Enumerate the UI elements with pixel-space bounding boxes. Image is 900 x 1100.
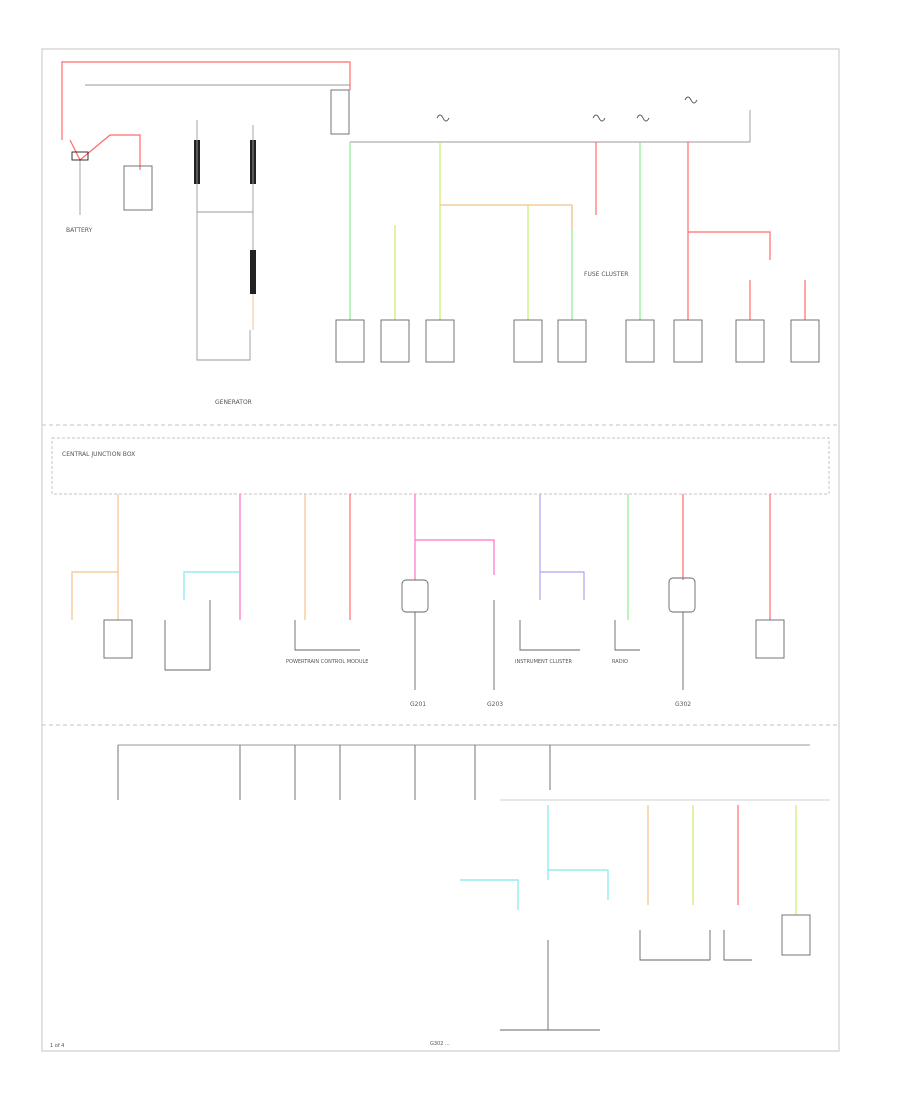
bottom-component-boxes — [639, 914, 811, 961]
bottom-box-1 — [781, 914, 811, 956]
junction-box-region — [51, 437, 830, 495]
component-box-6 — [625, 319, 655, 363]
top-fuse-symbols — [436, 96, 698, 122]
starter-relay — [123, 165, 153, 211]
radio-bracket — [614, 620, 640, 651]
component-box-3 — [425, 319, 455, 363]
drop-8-branch — [688, 231, 771, 260]
diagram-border — [41, 48, 840, 1052]
bottom-bracket-1 — [639, 930, 711, 961]
radio-label: RADIO — [612, 659, 628, 665]
battery-label: BATTERY — [66, 227, 93, 234]
component-box-7 — [673, 319, 703, 363]
bottom-outputs — [117, 745, 551, 800]
ground-stacks — [414, 600, 684, 690]
mid-wire-2-branch — [183, 571, 240, 600]
mid-box-3 — [668, 577, 696, 613]
component-box-5 — [557, 319, 587, 363]
fusible-link-bus — [196, 120, 251, 361]
page-id: 1 of 4 — [50, 1043, 64, 1049]
text-labels: BATTERY GENERATOR CENTRAL JUNCTION BOX F… — [50, 227, 691, 1049]
g201-label: G201 — [410, 701, 426, 708]
frame — [41, 48, 840, 1052]
bottom-section — [117, 744, 830, 1031]
top-bus-bar — [350, 110, 751, 143]
mid-wire-6-branch — [540, 571, 585, 600]
sensor-bracket — [164, 600, 211, 671]
pcm-label: POWERTRAIN CONTROL MODULE — [286, 659, 368, 665]
fuse-cluster-feed — [440, 204, 573, 230]
middle-component-boxes — [103, 577, 785, 671]
middle-section — [71, 494, 785, 690]
bottom-bracket-2 — [723, 930, 752, 961]
mid-box-1 — [103, 619, 133, 659]
top-component-boxes — [335, 319, 820, 363]
g302-label: G302 — [675, 701, 691, 708]
top-section — [61, 61, 820, 363]
mid-wire-5-branch — [415, 539, 495, 575]
fuse-symbol-2 — [592, 114, 606, 122]
battery-feed-wire — [61, 61, 351, 140]
component-box-2 — [380, 319, 410, 363]
component-box-1 — [335, 319, 365, 363]
mid-box-4 — [755, 619, 785, 659]
mid-wire-1-branch — [71, 571, 118, 620]
battery-cable — [69, 134, 141, 170]
generator-label: GENERATOR — [215, 399, 252, 406]
component-box-4 — [513, 319, 543, 363]
cluster-label: INSTRUMENT CLUSTER — [515, 659, 573, 665]
central-junction-box-label: CENTRAL JUNCTION BOX — [62, 451, 135, 458]
bottom-ground-stack — [500, 940, 600, 1031]
mega-fuse — [330, 89, 350, 135]
mid-box-2 — [401, 579, 429, 613]
footer-label: G302 ... — [430, 1041, 450, 1047]
pcm-bracket — [294, 620, 360, 651]
fuse-symbol-4 — [684, 96, 698, 104]
component-box-8 — [735, 319, 765, 363]
fusible-link-3 — [250, 250, 256, 294]
component-box-9 — [790, 319, 820, 363]
cluster-bracket — [519, 620, 580, 651]
battery-symbol — [71, 151, 89, 161]
bottom-wire-1-branch — [548, 869, 609, 900]
fuse-symbol-3 — [636, 114, 650, 122]
g203-label: G203 — [487, 701, 503, 708]
fuse-cluster-label: FUSE CLUSTER — [584, 271, 628, 278]
fuse-symbol-1 — [436, 114, 450, 122]
bottom-wire-1-return — [460, 879, 519, 910]
